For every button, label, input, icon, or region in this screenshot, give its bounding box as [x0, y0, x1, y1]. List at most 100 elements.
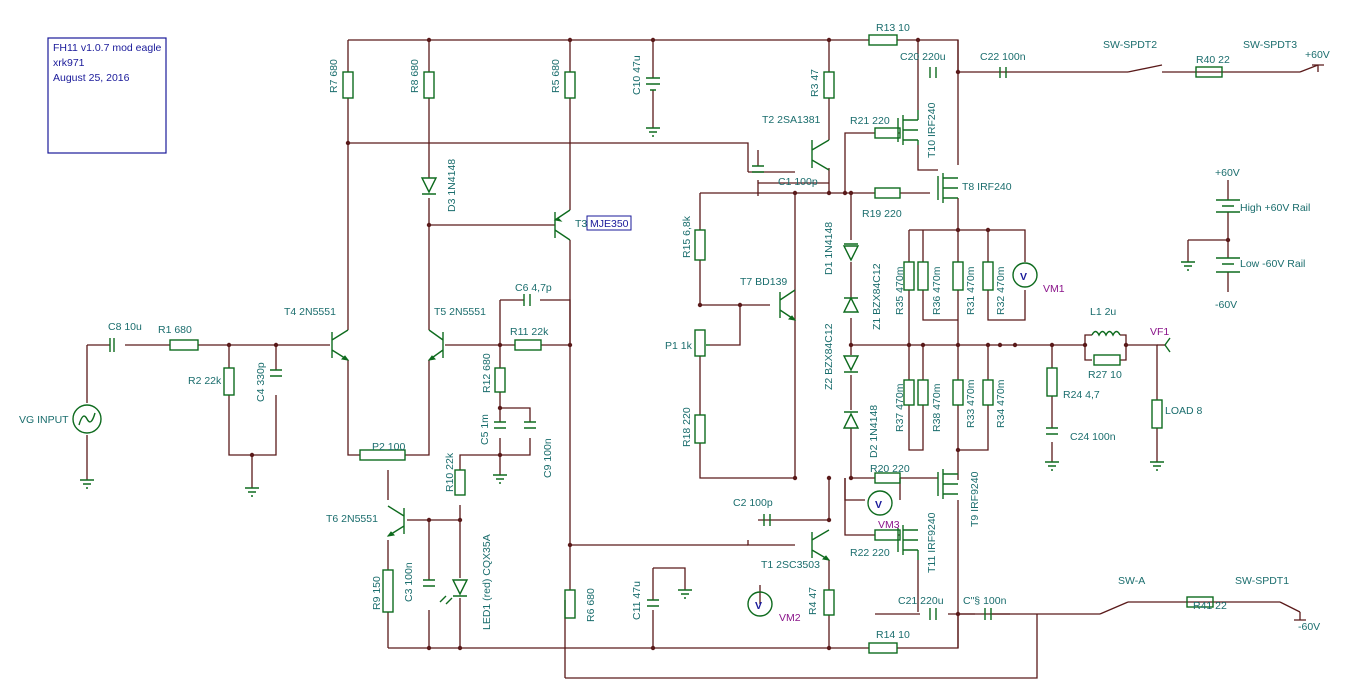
ground-symbol: [493, 474, 507, 484]
resistor-r41: [1186, 596, 1214, 608]
mosfet-t11: [897, 525, 919, 560]
resistor-r8: [423, 71, 435, 99]
resistor-r31: [952, 261, 964, 291]
label-t6: T6 2N5551: [326, 513, 378, 525]
voltmeter-vm1: V: [1012, 262, 1038, 288]
resistor-r19: [874, 187, 901, 199]
label-vg: VG INPUT: [19, 414, 69, 426]
label-t3: T3: [575, 218, 587, 230]
label-c20: C20 220u: [900, 51, 946, 63]
label-sw3: SW-SPDT3: [1243, 39, 1297, 51]
capacitor-c3: [423, 579, 435, 587]
capacitor-cs: [984, 608, 992, 620]
ground-symbol: [646, 127, 660, 137]
ground-symbol: [1150, 461, 1164, 471]
junction-dots: [226, 37, 1231, 651]
label-r34: R34 470m: [995, 379, 1007, 428]
resistor-r21: [874, 127, 901, 139]
resistor-r2: [223, 367, 235, 396]
label-c21: C21 220u: [898, 595, 944, 607]
ground-symbol: [245, 487, 259, 497]
resistor-r9: [382, 569, 394, 613]
capacitor-c24: [1046, 427, 1058, 435]
led-arrows: [439, 595, 453, 605]
label-r6: R6 680: [585, 588, 597, 622]
resistor-r34: [982, 379, 994, 406]
label-t5: T5 2N5551: [434, 306, 486, 318]
label-c24: C24 100n: [1070, 431, 1116, 443]
label-r40: R40 22: [1196, 54, 1230, 66]
label-r11: R11 22k: [510, 326, 549, 338]
transistor-t1: [811, 529, 831, 561]
label-cs: C"§ 100n: [963, 595, 1007, 607]
transistor-t7: [779, 289, 797, 321]
transistor-t5: [427, 329, 444, 361]
capacitor-c10: [646, 77, 660, 91]
ground-symbol: [678, 589, 692, 599]
capacitor-c5: [494, 421, 506, 429]
label-p2: P2 100: [372, 441, 405, 453]
resistor-r33: [952, 379, 964, 406]
label-r32: R32 470m: [995, 266, 1007, 315]
label-rail_bot: -60V: [1215, 299, 1237, 311]
label-c6: C6 4,7p: [515, 282, 552, 294]
label-r24: R24 4,7: [1063, 389, 1100, 401]
battery-high: [1216, 180, 1240, 240]
label-r9: R9 150: [371, 576, 383, 610]
label-r31: R31 470m: [965, 266, 977, 315]
zener-z1: [842, 296, 860, 313]
resistor-r27: [1093, 354, 1121, 366]
label-r20: R20 220: [870, 463, 910, 475]
label-r35: R35 470m: [894, 266, 906, 315]
capacitor-c4: [270, 369, 282, 377]
label-r1: R1 680: [158, 324, 192, 336]
ground-symbol: [80, 479, 94, 489]
resistor-r38: [917, 379, 929, 406]
transistor-t3: [553, 209, 571, 241]
switch-a: [1099, 601, 1129, 615]
label-meter_symbol: V: [875, 499, 882, 511]
resistor-r35: [903, 261, 915, 291]
terminal-minus60: [1294, 612, 1306, 621]
ground-symbol: [1045, 461, 1059, 471]
resistor-r22: [874, 529, 901, 541]
capacitor-c2: [763, 514, 771, 526]
label-swa: SW-A: [1118, 575, 1145, 587]
resistor-r15: [694, 229, 706, 261]
label-rail_top: +60V: [1215, 167, 1240, 179]
terminal-plus60: [1312, 64, 1324, 72]
label-c11: C11 47u: [631, 581, 643, 620]
label-minus60: -60V: [1298, 621, 1320, 633]
label-t1: T1 2SC3503: [761, 559, 820, 571]
ground-symbol: [1181, 261, 1195, 271]
label-c8: C8 10u: [108, 321, 142, 333]
resistor-r32: [982, 261, 994, 291]
label-p1: P1 1k: [665, 340, 693, 352]
inductor-l1: [1091, 330, 1121, 337]
resistor-r5: [564, 71, 576, 99]
label-r21: R21 220: [850, 115, 890, 127]
info-author: xrk971: [53, 57, 85, 69]
label-rail_high: High +60V Rail: [1240, 202, 1310, 214]
capacitor-c6: [523, 294, 531, 306]
label-meter_symbol: V: [755, 600, 762, 612]
resistor-r4: [823, 589, 835, 616]
label-rail_low: Low -60V Rail: [1240, 258, 1305, 270]
label-r13: R13 10: [876, 22, 910, 34]
label-r8: R8 680: [409, 59, 421, 93]
led-led1: [451, 579, 469, 597]
components: [72, 34, 1324, 654]
label-t4: T4 2N5551: [284, 306, 336, 318]
switch-spdt2: [1127, 64, 1163, 73]
label-r37: R37 470m: [894, 383, 906, 432]
label-r5: R5 680: [550, 59, 562, 93]
resistor-r24: [1046, 367, 1058, 397]
signal-generator-vg: [72, 404, 102, 434]
capacitor-c9: [524, 421, 536, 429]
resistor-r13: [868, 34, 898, 46]
resistor-load: [1151, 399, 1163, 429]
transistor-t2: [811, 139, 830, 171]
label-r2: R2 22k: [188, 375, 222, 387]
label-r15: R15 6,8k: [681, 215, 693, 258]
